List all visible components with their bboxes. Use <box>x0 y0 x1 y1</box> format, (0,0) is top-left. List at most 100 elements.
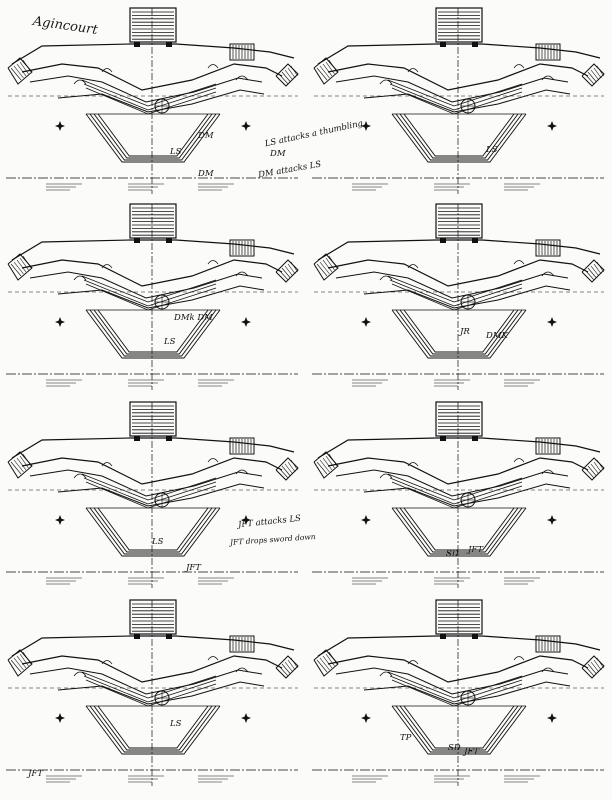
right-unit-hatch <box>290 657 298 669</box>
door-swing-arc <box>73 671 87 677</box>
door-swing-arc <box>513 260 525 265</box>
annotation-ls: LS <box>152 537 164 547</box>
thrust-ring <box>403 309 515 353</box>
thrust-ring <box>85 507 221 557</box>
left-side-unit <box>7 451 33 479</box>
door-swing-arc <box>379 473 393 479</box>
spike-mark <box>55 713 65 723</box>
thrust-ring <box>89 309 217 357</box>
upstage-stair-unit <box>129 599 177 635</box>
right-unit-hatch <box>587 71 597 83</box>
thrust-ring <box>93 705 213 751</box>
thrust-ring <box>399 705 519 751</box>
ramp-band <box>389 675 523 703</box>
stage-right-step-unit <box>535 635 561 653</box>
ramp-band <box>83 83 217 111</box>
stage-right-step-unit <box>229 43 255 61</box>
left-unit-hatch <box>316 263 328 277</box>
left-unit-hatch <box>19 61 29 75</box>
left-unit-hatch <box>319 459 330 473</box>
door-swing-arc <box>73 473 87 479</box>
left-side-unit <box>313 57 339 85</box>
platform-outline-upper <box>21 655 283 683</box>
stage-plan-panel-4: JR DMK <box>308 198 608 394</box>
upstage-stair-unit <box>129 203 177 239</box>
stage-plan-drawing <box>312 7 605 194</box>
right-unit-hatch <box>287 263 296 275</box>
annotation-sd: SD <box>446 549 459 559</box>
left-side-unit <box>7 649 33 677</box>
ramp-band <box>83 279 217 307</box>
door-swing-arc <box>207 260 219 265</box>
door-swing-arc <box>407 462 419 467</box>
upstage-wall <box>317 43 601 65</box>
spike-mark <box>241 317 251 327</box>
ramp-band <box>389 477 523 505</box>
door-swing-arc <box>207 458 219 463</box>
spike-mark <box>361 713 371 723</box>
annotation-dm-1: DM <box>270 149 286 159</box>
left-unit-hatch <box>13 657 24 671</box>
annotation-dmk: DMK <box>486 331 508 341</box>
right-side-unit <box>275 655 299 679</box>
right-unit-hatch <box>281 71 291 83</box>
upstage-stair-unit <box>435 7 483 43</box>
right-unit-hatch <box>281 663 291 675</box>
ramp-band <box>83 477 217 505</box>
stage-plan-panel-1: LS attacks a thumbling DM DM attacks LS … <box>2 2 364 198</box>
thrust-ring <box>395 309 523 357</box>
stage-plan-panel-2: LS <box>308 2 608 198</box>
annotation-dm-3: DM <box>198 169 214 179</box>
thrust-ring <box>395 507 523 555</box>
upstage-wall <box>11 239 295 261</box>
door-swing-arc <box>541 75 555 81</box>
right-unit-hatch <box>287 461 296 473</box>
annotation-ls: LS <box>170 147 182 157</box>
door-swing-arc <box>513 656 525 661</box>
left-side-unit <box>7 57 33 85</box>
upstage-wall <box>317 437 601 459</box>
left-unit-hatch <box>319 261 330 275</box>
right-unit-hatch <box>284 661 294 673</box>
right-unit-hatch <box>590 661 600 673</box>
door-swing-arc <box>73 79 87 85</box>
stage-plan-drawing <box>6 7 299 194</box>
stage-plan-panel-5: JFT attacks LS JFT drops sword down LS J… <box>2 396 316 592</box>
left-unit-hatch <box>19 257 29 271</box>
left-unit-hatch <box>316 659 328 673</box>
annotation-jr: JR <box>460 327 470 337</box>
platform-outline-upper <box>327 259 589 287</box>
right-unit-hatch <box>596 459 604 471</box>
platform-outline-lower <box>57 483 265 507</box>
thrust-ring <box>391 309 527 359</box>
left-unit-hatch <box>325 455 335 469</box>
right-unit-hatch <box>593 263 602 275</box>
ramp-band <box>81 671 217 699</box>
left-unit-hatch <box>19 455 29 469</box>
annotation-jft: JFT <box>464 747 479 757</box>
right-side-unit <box>275 259 299 283</box>
upstage-wall <box>11 437 295 459</box>
stage-plan-drawing <box>312 599 605 786</box>
left-unit-hatch <box>13 261 24 275</box>
door-swing-arc <box>207 656 219 661</box>
upstage-stair-unit <box>435 599 483 635</box>
thrust-ring <box>93 113 213 159</box>
annotation-ls: LS <box>486 145 498 155</box>
thrust-ring <box>403 507 515 551</box>
right-unit-hatch <box>593 659 602 671</box>
door-swing-arc <box>73 275 87 281</box>
right-unit-hatch <box>290 65 298 77</box>
platform-outline-upper <box>21 63 283 91</box>
spike-mark <box>361 121 371 131</box>
right-unit-hatch <box>590 463 600 475</box>
left-unit-hatch <box>16 655 27 669</box>
thrust-ring <box>391 507 527 557</box>
spike-mark <box>547 317 557 327</box>
right-unit-hatch <box>596 657 604 669</box>
left-unit-hatch <box>13 459 24 473</box>
left-side-unit <box>313 253 339 281</box>
platform-outline-upper <box>327 457 589 485</box>
spike-mark <box>547 515 557 525</box>
